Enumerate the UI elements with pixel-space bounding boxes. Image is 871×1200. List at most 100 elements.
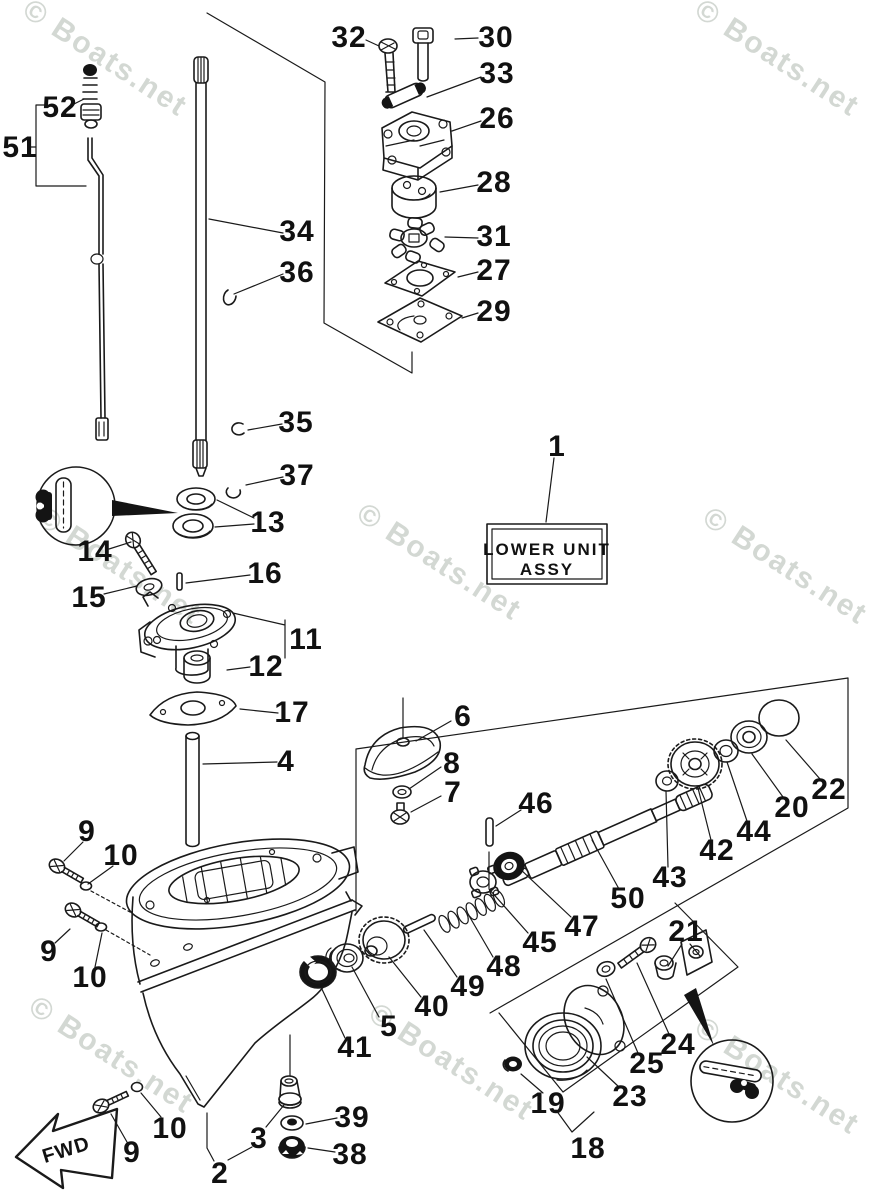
callout-45: 45 [522, 926, 557, 959]
callout-33: 33 [479, 57, 514, 90]
bolt-9c [92, 1090, 130, 1114]
callout-41: 41 [337, 1031, 372, 1064]
callout-50: 50 [610, 882, 645, 915]
parts-21 [654, 929, 713, 980]
assembly-label-box: LOWER UNIT ASSY [483, 523, 611, 585]
gasket-27 [384, 260, 456, 297]
callout-13: 13 [250, 506, 285, 539]
washer-10b [94, 922, 108, 932]
washer-10c [130, 1081, 144, 1093]
washer-25 [596, 960, 616, 978]
callout-2: 2 [211, 1157, 229, 1190]
watermark-layer: © Boats.net © Boats.net © Boats.net © Boats… [17, 0, 871, 1141]
callout-10: 10 [72, 961, 107, 994]
callout-48: 48 [486, 950, 521, 983]
bolt-30 [412, 27, 434, 82]
callout-37: 37 [279, 459, 314, 492]
callout-44: 44 [736, 815, 771, 848]
pinion-hardware [124, 487, 216, 597]
clip-35 [231, 422, 245, 436]
callout-3: 3 [250, 1122, 268, 1155]
bearing-20 [730, 720, 768, 754]
callout-23: 23 [612, 1080, 647, 1113]
callout-10: 10 [103, 839, 138, 872]
bolt-9b [64, 902, 101, 928]
carrier-23 [524, 984, 626, 1081]
callout-9: 9 [123, 1136, 141, 1169]
bolt-9a [48, 858, 85, 884]
trim-tab-group [363, 697, 442, 825]
callout-31: 31 [476, 220, 511, 253]
seal-47 [493, 851, 525, 881]
nut-38 [278, 1136, 306, 1159]
bushing-12 [183, 650, 211, 684]
gearcase-housing [125, 838, 363, 1108]
bolt-7 [390, 802, 410, 825]
watermark-text: © Boats.net [351, 497, 528, 628]
callout-12: 12 [248, 650, 283, 683]
seal-41 [299, 955, 337, 989]
assembly-label-line1: LOWER UNIT [483, 540, 611, 559]
mount-hardware [48, 858, 144, 1114]
callout-47: 47 [564, 910, 599, 943]
pointer-wedge [684, 988, 714, 1046]
callout-26: 26 [479, 102, 514, 135]
callout-52: 52 [42, 91, 77, 124]
callout-18: 18 [570, 1132, 605, 1165]
callout-9: 9 [40, 935, 58, 968]
bushing-5 [325, 943, 364, 973]
pump-base-group [138, 591, 237, 848]
fwd-arrow: FWD [14, 1107, 119, 1190]
driveshaft [192, 56, 245, 499]
callout-4: 4 [277, 745, 295, 778]
callout-34: 34 [279, 215, 314, 248]
watermark-text: © Boats.net [689, 1011, 866, 1142]
callout-35: 35 [278, 406, 313, 439]
bolt-24 [617, 936, 657, 969]
washer-8 [392, 785, 412, 799]
bearing-carrier-group [502, 929, 713, 1081]
pump-base-11 [138, 591, 237, 676]
callout-29: 29 [476, 295, 511, 328]
callout-25: 25 [629, 1047, 664, 1080]
callout-28: 28 [476, 166, 511, 199]
outer-plate-29 [377, 297, 463, 343]
bearing-44 [713, 739, 739, 763]
insert-cartridge-28 [391, 175, 437, 219]
callout-16: 16 [247, 557, 282, 590]
assembly-label-line2: ASSY [520, 560, 574, 579]
watermark-text: © Boats.net [697, 501, 871, 632]
callout-10: 10 [152, 1112, 187, 1145]
callout-38: 38 [332, 1138, 367, 1171]
callout-42: 42 [699, 834, 734, 867]
detail-circle-bottom [684, 988, 774, 1123]
callout-30: 30 [478, 21, 513, 54]
callout-17: 17 [274, 696, 309, 729]
spring-48 [438, 889, 506, 933]
pin-16 [176, 572, 183, 591]
o-ring-22 [758, 699, 800, 737]
callout-7: 7 [444, 776, 462, 809]
callout-20: 20 [774, 791, 809, 824]
callout-36: 36 [279, 256, 314, 289]
spacer-3 [278, 1075, 302, 1109]
prop-shaft-group [402, 783, 713, 934]
detail-circle-top [35, 466, 178, 546]
prop-shaft-50 [502, 783, 713, 887]
callout-51: 51 [2, 131, 37, 164]
fwd-label: FWD [40, 1133, 93, 1168]
plunger-49 [402, 913, 436, 934]
pinion-gear-40 [358, 916, 410, 964]
callout-5: 5 [380, 1010, 398, 1043]
water-pump-group [377, 27, 463, 343]
gasket-17 [149, 691, 237, 726]
callout-21: 21 [668, 915, 703, 948]
pin-46 [485, 817, 494, 847]
impeller-31 [389, 216, 445, 264]
watermark-text: © Boats.net [23, 990, 200, 1121]
callout-9: 9 [78, 815, 96, 848]
washer-15 [135, 577, 163, 597]
callout-43: 43 [652, 861, 687, 894]
